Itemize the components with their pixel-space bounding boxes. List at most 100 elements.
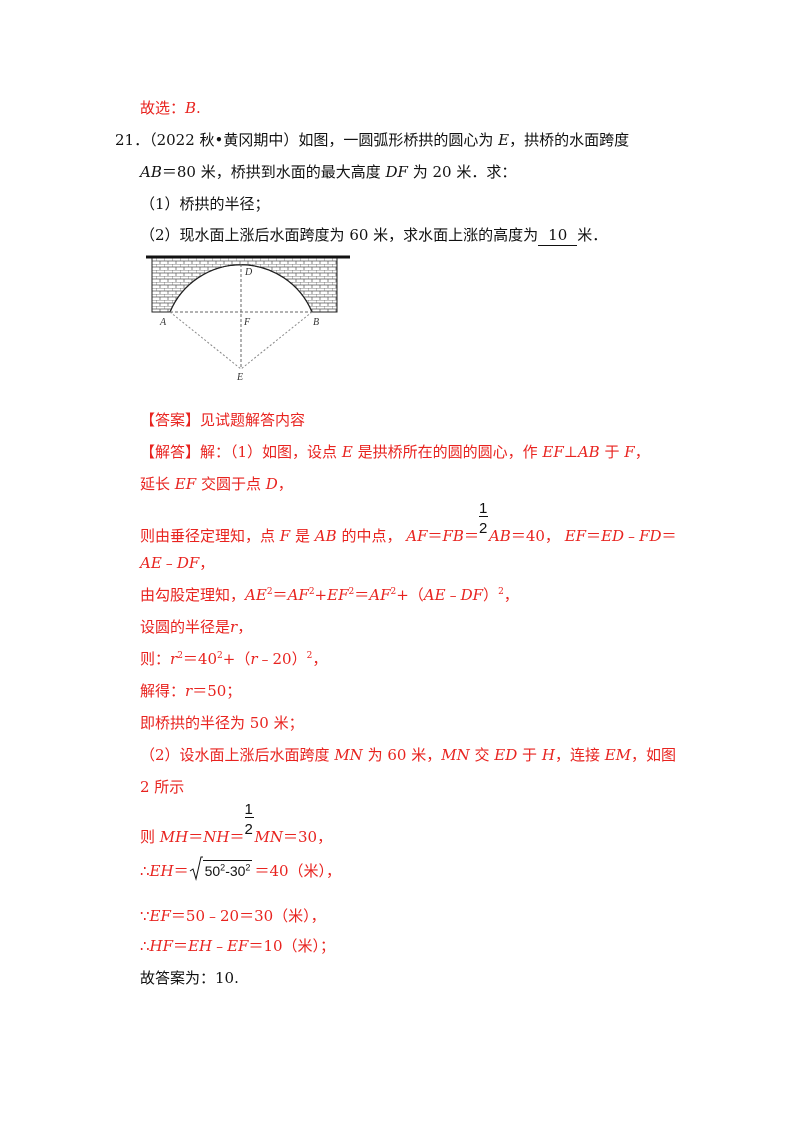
text: ＝10（米）； bbox=[248, 937, 336, 955]
var: r bbox=[170, 650, 178, 668]
var: AE bbox=[423, 586, 446, 604]
var: E bbox=[341, 443, 353, 461]
solution-line-16: 故答案为：10. bbox=[140, 968, 239, 988]
symbol: ＝ bbox=[354, 586, 370, 604]
fraction-bar bbox=[478, 516, 488, 517]
var: AB bbox=[314, 527, 337, 545]
question-number: 21． bbox=[115, 131, 150, 149]
answer-line: 【答案】见试题解答内容 bbox=[140, 410, 305, 430]
var: AB bbox=[488, 527, 511, 545]
text: ＝40 bbox=[182, 650, 218, 668]
var: MH bbox=[159, 828, 189, 846]
fraction-numerator: 1 bbox=[244, 801, 253, 818]
text: ，连接 bbox=[554, 746, 600, 764]
var: AB bbox=[577, 443, 600, 461]
answer-text: 见试题解答内容 bbox=[200, 411, 306, 429]
text: ＝50﹣20＝30（米）， bbox=[170, 907, 326, 925]
text: 交 bbox=[474, 746, 490, 764]
final-answer: 故答案为：10. bbox=[140, 969, 239, 987]
solution-line-9: 即桥拱的半径为 50 米； bbox=[140, 713, 304, 733]
question-text: （2022 秋•黄冈期中）如图，一圆弧形桥拱的圆心为 bbox=[149, 131, 494, 149]
fraction-denominator: 2 bbox=[244, 821, 253, 838]
text: 于 bbox=[604, 443, 620, 461]
solution-line-10: （2）设水面上涨后水面跨度 MN 为 60 米，MN 交 ED 于 H，连接 E… bbox=[140, 745, 676, 765]
var: MN bbox=[441, 746, 470, 764]
label-b: B bbox=[313, 317, 319, 328]
symbol: ＝ bbox=[173, 937, 189, 955]
solution-tag: 【解答】 bbox=[140, 443, 201, 461]
solution-line-7: 则：r2＝402+（r﹣20）2， bbox=[140, 649, 327, 669]
var: F bbox=[624, 443, 635, 461]
previous-choice: 故选：B. bbox=[140, 98, 201, 118]
symbol: ＝ bbox=[173, 862, 189, 880]
text: 解：（1）如图，设点 bbox=[200, 443, 338, 461]
answer-tag: 【答案】 bbox=[140, 411, 201, 429]
symbol: ﹣ bbox=[161, 554, 177, 572]
solution-line-1: 【解答】解：（1）如图，设点 E 是拱桥所在的圆的圆心，作 EF⊥AB 于 F， bbox=[140, 442, 650, 462]
text: 2 所示 bbox=[140, 778, 185, 796]
symbol: +（ bbox=[396, 586, 424, 604]
text: 延长 bbox=[140, 475, 171, 493]
var: EF bbox=[327, 586, 349, 604]
question-text-b: ，拱桥的水面跨度 bbox=[509, 131, 630, 149]
text: 则 bbox=[140, 828, 156, 846]
part-2-unit: 米． bbox=[577, 226, 608, 244]
segment-df: DF bbox=[385, 163, 408, 181]
var: EH bbox=[188, 937, 213, 955]
text: ，如图 bbox=[631, 746, 677, 764]
var: MN bbox=[334, 746, 363, 764]
solution-line-14: ∵EF＝50﹣20＝30（米）， bbox=[140, 906, 326, 926]
solution-line-8: 解得：r＝50； bbox=[140, 681, 241, 701]
symbol: ﹣ bbox=[624, 527, 640, 545]
text: 是拱桥所在的圆的圆心，作 bbox=[357, 443, 538, 461]
segment-ab: AB bbox=[140, 163, 162, 181]
line-ae bbox=[169, 311, 242, 370]
text: ， bbox=[277, 475, 293, 493]
var: EF bbox=[542, 443, 564, 461]
square: 2 bbox=[177, 651, 183, 661]
var: FD bbox=[639, 527, 662, 545]
solution-line-13: ∴EH＝502-302＝40（米）， bbox=[140, 856, 341, 881]
var: FB bbox=[442, 527, 464, 545]
text: 由勾股定理知， bbox=[140, 586, 246, 604]
symbol: ﹣ bbox=[445, 586, 461, 604]
var: r bbox=[230, 618, 238, 636]
choice-label: 故选： bbox=[140, 99, 186, 117]
line-be bbox=[240, 311, 313, 370]
label-a: A bbox=[159, 317, 167, 328]
square: 2 bbox=[306, 651, 313, 661]
symbol: + bbox=[314, 586, 328, 604]
text: 设圆的半径是 bbox=[140, 618, 231, 636]
part-2-text: （2）现水面上涨后水面跨度为 60 米，求水面上涨的高度为 bbox=[140, 226, 539, 244]
var: EF bbox=[149, 907, 171, 925]
text: 则： bbox=[140, 650, 171, 668]
symbol: ＝ bbox=[229, 828, 245, 846]
text: ， bbox=[237, 618, 253, 636]
var: MN bbox=[254, 828, 283, 846]
part-1-text: （1）桥拱的半径； bbox=[140, 195, 270, 213]
text: 则由垂径定理知，点 bbox=[140, 527, 276, 545]
text: ＝50； bbox=[192, 682, 242, 700]
var: HF bbox=[149, 937, 174, 955]
num: 50 bbox=[204, 863, 221, 879]
therefore-symbol: ∴ bbox=[140, 862, 150, 880]
square: 2 bbox=[220, 862, 226, 873]
solution-line-15: ∴HF＝EH﹣EF＝10（米）； bbox=[140, 936, 335, 956]
fraction-denominator: 2 bbox=[478, 520, 488, 537]
var: ED bbox=[601, 527, 625, 545]
question-text-d: 为 20 米．求： bbox=[412, 163, 517, 181]
question-part-1: （1）桥拱的半径； bbox=[140, 194, 270, 214]
var: AF bbox=[287, 586, 309, 604]
var: r bbox=[185, 682, 193, 700]
var: AF bbox=[369, 586, 391, 604]
var: NH bbox=[203, 828, 230, 846]
text: ＝40， bbox=[510, 527, 560, 545]
var: EF bbox=[564, 527, 587, 545]
var: r bbox=[250, 650, 258, 668]
question-line-1: 21．（2022 秋•黄冈期中）如图，一圆弧形桥拱的圆心为 E，拱桥的水面跨度 bbox=[115, 130, 629, 150]
fraction-bar bbox=[244, 817, 254, 818]
point-e: E bbox=[498, 131, 510, 149]
var: ED bbox=[494, 746, 518, 764]
